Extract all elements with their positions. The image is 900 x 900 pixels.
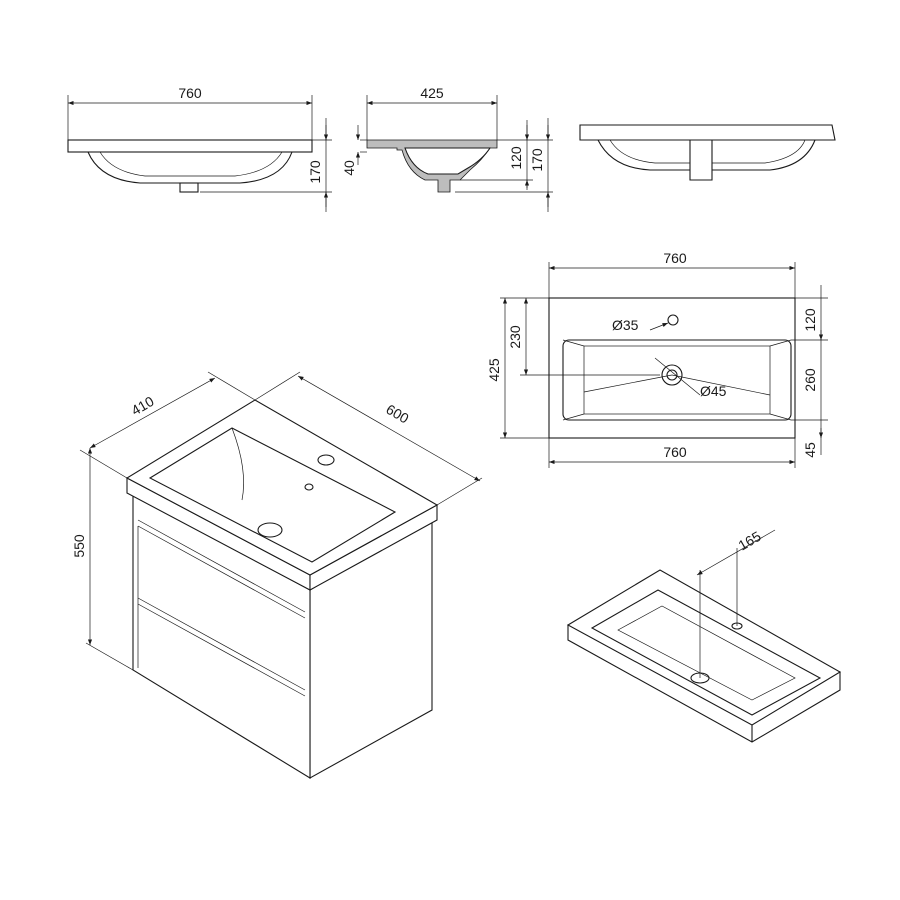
front-width-label: 760 bbox=[178, 85, 202, 101]
bottom-width-label: 760 bbox=[663, 444, 687, 460]
cabinet-isometric: 410 600 550 bbox=[71, 371, 483, 779]
tap-hole-label: Ø35 bbox=[612, 317, 639, 333]
top-depth-label: 425 bbox=[486, 358, 502, 382]
section-bowl-label: 120 bbox=[508, 146, 524, 170]
basin-isometric: 165 bbox=[566, 528, 842, 743]
section-rim-label: 40 bbox=[341, 160, 357, 176]
section-height-label: 170 bbox=[529, 148, 545, 172]
top-view: 760 Ø35 Ø45 230 425 120 260 45 760 bbox=[486, 250, 828, 468]
tap-hole bbox=[667, 314, 679, 326]
tap-offset-label: 230 bbox=[507, 325, 523, 349]
front-height-label: 170 bbox=[307, 160, 323, 184]
side-elevation bbox=[579, 124, 836, 181]
section-depth-label: 425 bbox=[420, 85, 444, 101]
cabinet-depth-label: 410 bbox=[128, 393, 156, 419]
front-view: 760 170 bbox=[67, 85, 332, 212]
rear-margin-label: 120 bbox=[802, 308, 818, 332]
cabinet-width-label: 600 bbox=[383, 401, 411, 427]
section-view: 425 40 120 170 bbox=[341, 85, 553, 212]
front-margin-label: 45 bbox=[802, 442, 818, 458]
drain-hole-label: Ø45 bbox=[700, 383, 727, 399]
drain-hole bbox=[661, 364, 683, 386]
basin-tap-offset-label: 165 bbox=[735, 528, 763, 554]
cabinet-height-label: 550 bbox=[71, 534, 87, 558]
bowl-length-label: 260 bbox=[802, 368, 818, 392]
top-width-label: 760 bbox=[663, 250, 687, 266]
